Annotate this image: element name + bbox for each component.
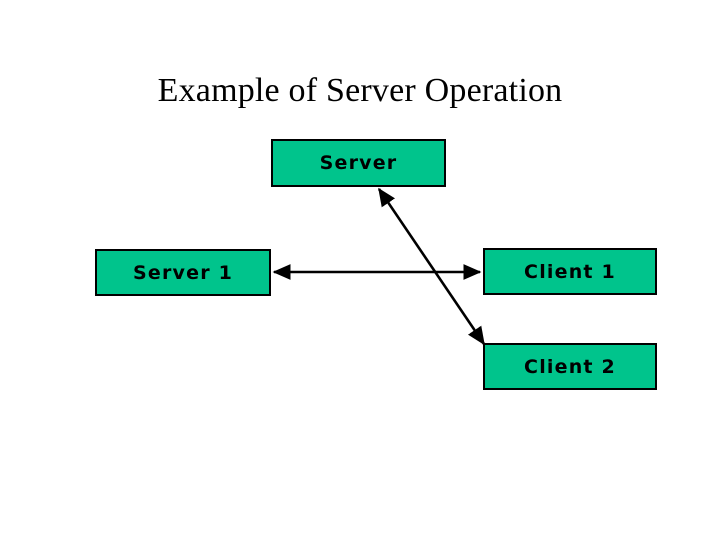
- edge-client2-server: [377, 187, 486, 346]
- node-client-2[interactable]: Client 2: [483, 343, 657, 390]
- node-server-1-label: Server 1: [132, 261, 234, 284]
- node-client-1[interactable]: Client 1: [483, 248, 657, 295]
- node-server-label: Server: [319, 152, 398, 174]
- node-server[interactable]: Server: [271, 139, 446, 187]
- node-client-1-label: Client 1: [524, 260, 616, 283]
- node-client-2-label: Client 2: [524, 355, 616, 378]
- page-title: Example of Server Operation: [157, 72, 563, 109]
- node-server-1[interactable]: Server 1: [95, 249, 271, 296]
